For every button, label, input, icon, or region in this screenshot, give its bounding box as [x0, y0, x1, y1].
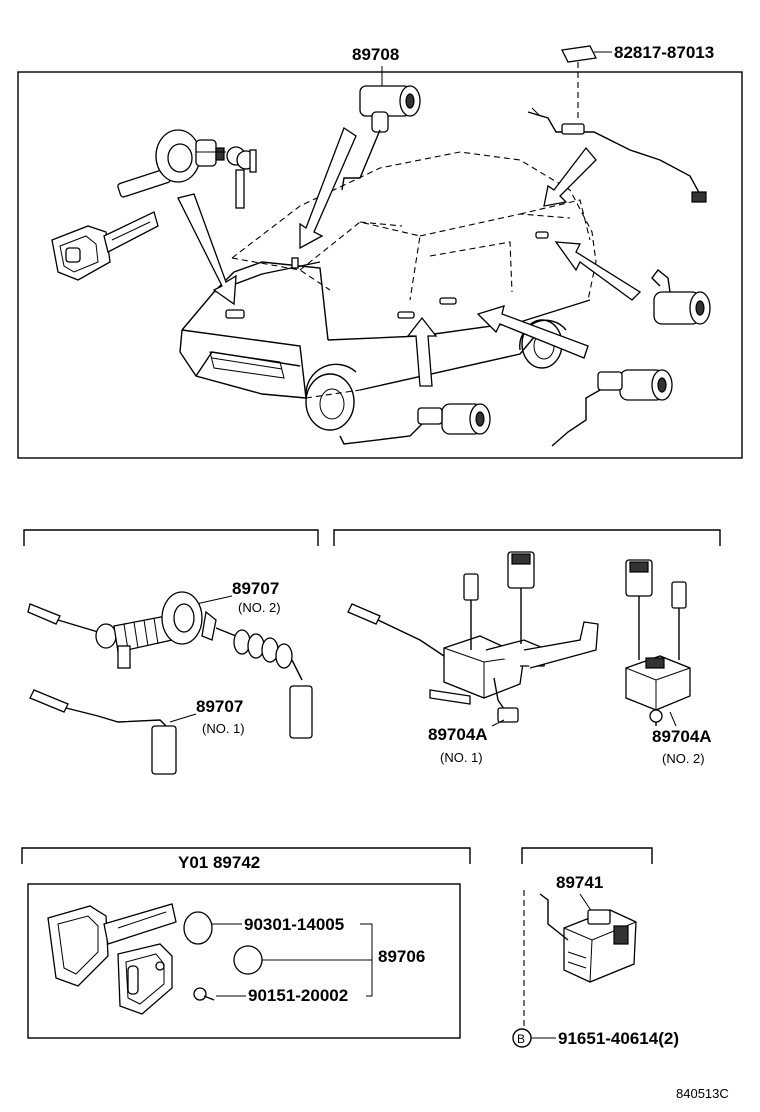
- bolt-marker-letter: B: [517, 1032, 525, 1046]
- label-89704a-no1: 89704A: [428, 725, 488, 744]
- label-90301-14005: 90301-14005: [244, 915, 344, 934]
- rear-cable: [527, 107, 707, 203]
- label-89704a-no2-sub: (NO. 2): [662, 751, 705, 766]
- master-key: [47, 903, 177, 987]
- key-illustration: [51, 211, 159, 281]
- label-82817-87013: 82817-87013: [614, 43, 714, 62]
- middle-left-bracket: [23, 529, 319, 546]
- label-89706: 89706: [378, 947, 425, 966]
- label-89708: 89708: [352, 45, 399, 64]
- glovebox-cylinder: [341, 85, 421, 191]
- label-89707-no1-sub: (NO. 1): [202, 721, 245, 736]
- label-y01-89742: Y01 89742: [178, 853, 260, 872]
- side-cylinder-upper: [651, 269, 711, 325]
- label-89707-no2: 89707: [232, 579, 279, 598]
- front-door-cylinder: [339, 403, 491, 445]
- arrow-front-door: [406, 316, 438, 387]
- cylinder-89707-no2: [27, 591, 313, 739]
- label-89707-no2-sub: (NO. 2): [238, 600, 281, 615]
- sub-key: [117, 943, 173, 1015]
- bottom-left-frame: [27, 883, 461, 1039]
- rear-wheel: [519, 319, 567, 351]
- battery-89706: [233, 945, 263, 975]
- relay-89704a-no2: [625, 559, 691, 726]
- arrow-ignition: [177, 193, 237, 306]
- label-89704a-no2: 89704A: [652, 727, 712, 746]
- bottom-left-bracket: [21, 847, 471, 864]
- middle-right-section: 89704A (NO. 1) 89704A (NO. 2): [333, 529, 721, 766]
- arrow-rear-hatch: [543, 146, 597, 207]
- middle-right-bracket: [333, 529, 721, 546]
- front-wheel: [305, 363, 357, 397]
- label-89741: 89741: [556, 873, 603, 892]
- middle-left-section: 89707 (NO. 2) 89707 (NO. 1): [23, 529, 319, 775]
- arrow-rear-door: [476, 305, 589, 359]
- ignition-cylinder: [117, 129, 257, 209]
- tape-82817: [561, 45, 597, 63]
- label-91651-40614: 91651-40614(2): [558, 1029, 679, 1048]
- top-section-frame: [17, 71, 743, 459]
- receiver-89741: [539, 893, 637, 983]
- side-cylinder-lower: [551, 369, 673, 447]
- chip-90301: [183, 911, 213, 945]
- bottom-right-section: 89741 B 91651-40614(2): [512, 847, 679, 1048]
- screw-90151: [193, 987, 215, 1001]
- arrow-glovebox: [299, 127, 357, 250]
- top-section: 89708 82817-87013: [17, 43, 743, 459]
- label-89707-no1: 89707: [196, 697, 243, 716]
- arrow-slide-door: [554, 241, 642, 301]
- cylinder-89707-no1: [29, 689, 177, 775]
- bottom-right-bracket: [521, 847, 653, 864]
- bottom-left-section: Y01 89742 90301-14005 89706 90: [21, 847, 471, 1039]
- callout-arrows: [177, 127, 642, 387]
- label-90151-20002: 90151-20002: [248, 986, 348, 1005]
- drawing-reference: 840513C: [676, 1086, 729, 1101]
- label-89704a-no1-sub: (NO. 1): [440, 750, 483, 765]
- relay-89704a-no1: [347, 551, 599, 723]
